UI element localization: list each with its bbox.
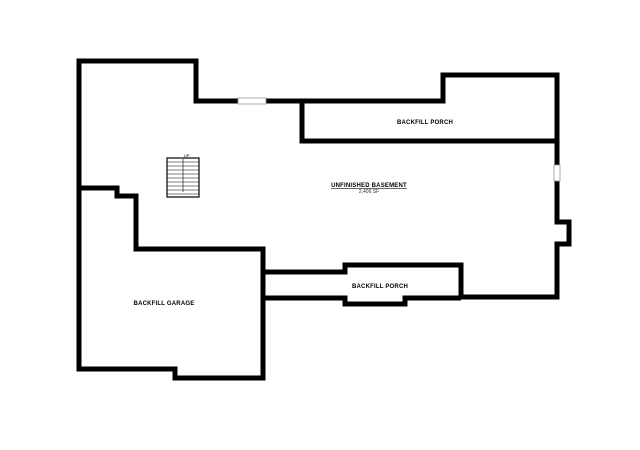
- room-label-unfinished-basement: UNFINISHED BASEMENT: [331, 183, 407, 189]
- room-label-backfill-porch-top: BACKFILL PORCH: [397, 120, 453, 126]
- stairs: UP: [166, 153, 200, 198]
- window-top: [237, 97, 267, 105]
- room-label-backfill-porch-bottom: BACKFILL PORCH: [352, 284, 408, 290]
- bottom-porch-wall: [263, 295, 461, 307]
- main-basement-wall: [76, 58, 572, 300]
- top-porch-wall: [302, 72, 560, 141]
- room-area-unfinished-basement: 2,406 SF: [359, 189, 379, 195]
- room-label-backfill-garage: BACKFILL GARAGE: [134, 301, 195, 307]
- garage-wall: [76, 188, 266, 381]
- window-right: [553, 164, 561, 182]
- stairs-label: UP: [184, 153, 190, 158]
